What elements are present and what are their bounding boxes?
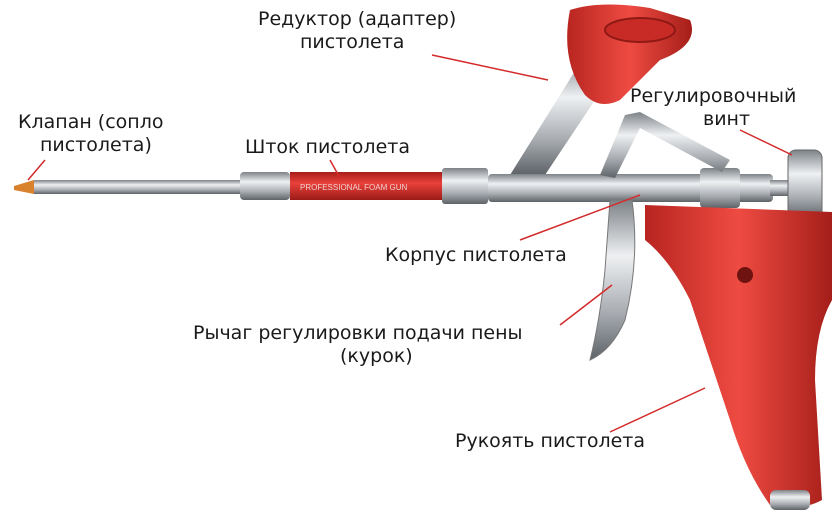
adjust-screw-knob (787, 149, 823, 219)
barrel-tube (34, 180, 244, 194)
label-valve-line2: пистолета) (40, 134, 152, 156)
label-rod: Шток пистолета (245, 136, 410, 158)
label-adjust-screw-line2: винт (703, 108, 751, 130)
label-body: Корпус пистолета (385, 244, 567, 266)
red-handle (645, 205, 832, 508)
gun-marking: PROFESSIONAL FOAM GUN (300, 183, 407, 192)
label-handle: Рукоять пистолета (455, 430, 645, 452)
trigger (589, 199, 636, 361)
leader-lines (27, 54, 793, 433)
label-reducer-line1: Редуктор (адаптер) (258, 8, 457, 30)
label-trigger-line2: (курок) (340, 345, 413, 367)
label-valve-line1: Клапан (сопло (18, 111, 164, 133)
nozzle-tip (14, 180, 34, 194)
barrel-coupling (240, 172, 290, 200)
adjust-screw-shaft (770, 180, 790, 196)
label-trigger-line1: Рычаг регулировки подачи пены (193, 322, 523, 344)
red-sleeve (290, 172, 442, 200)
top-frame (600, 112, 730, 178)
label-reducer-line2: пистолета (300, 31, 405, 53)
hex-nut (442, 168, 488, 204)
label-adjust-screw-line1: Регулировочный (630, 85, 797, 107)
